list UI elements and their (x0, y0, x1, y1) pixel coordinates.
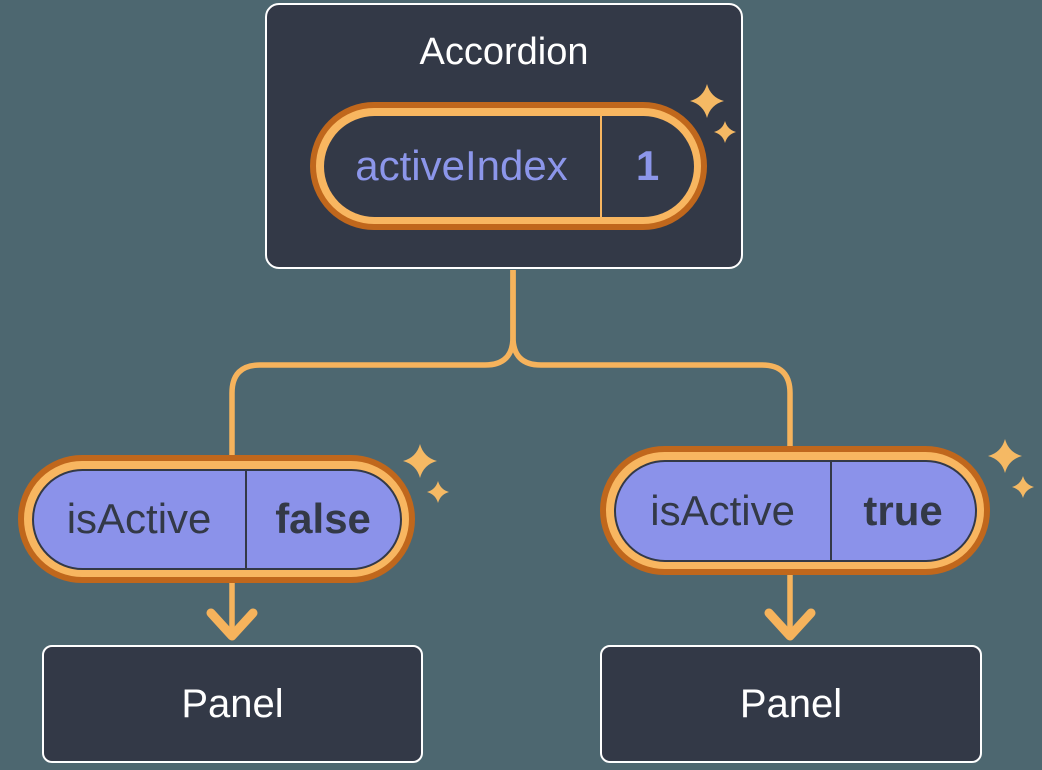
arrow-down-icon (764, 608, 816, 641)
sparkle-icon (690, 84, 736, 143)
connector-branch-left (229, 270, 516, 633)
state-value: 1 (635, 142, 660, 189)
panel-label: Panel (739, 681, 843, 726)
prop-pill-divider (244, 470, 247, 568)
prop-pill-divider (829, 461, 832, 560)
arrow-down-icon (206, 608, 258, 641)
sparkle-icon (403, 444, 449, 503)
state-pill-divider (599, 115, 602, 217)
panel-label: Panel (181, 681, 284, 726)
panel-box-right: Panel (600, 645, 982, 763)
accordion-title: Accordion (419, 31, 589, 73)
panel-box-left: Panel (42, 645, 423, 763)
sparkle-icon (988, 439, 1034, 498)
prop-name: isActive (66, 495, 212, 542)
prop-value: false (275, 495, 371, 542)
prop-name: isActive (650, 486, 795, 534)
prop-pill-left: isActive false (18, 455, 415, 583)
prop-value: true (863, 486, 943, 534)
state-name: activeIndex (355, 142, 568, 189)
state-pill-body: activeIndex 1 (323, 115, 694, 217)
state-pill: activeIndex 1 (310, 102, 707, 230)
connector-branch-right (510, 270, 793, 633)
prop-pill-left-body: isActive false (31, 468, 402, 570)
prop-pill-right: isActive true (600, 446, 990, 575)
prop-pill-right-body: isActive true (613, 459, 977, 562)
